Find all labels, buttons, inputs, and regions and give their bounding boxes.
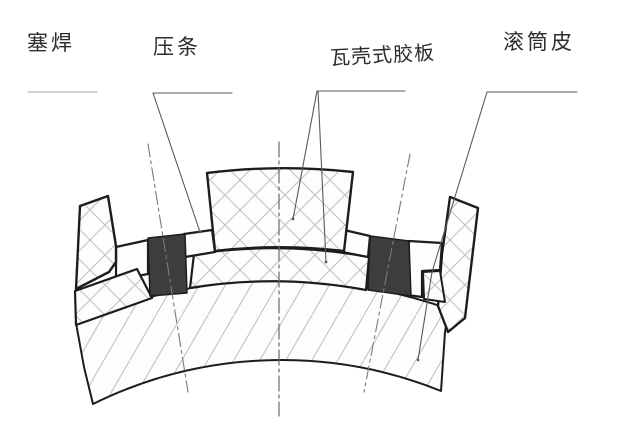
drum-shell-underline-leader: [417, 91, 578, 361]
left-flange: [74, 194, 118, 291]
rubber-plate-leader-block: [292, 90, 318, 220]
rubber-plate-leader-band-dot: [324, 260, 328, 264]
rubber-plate-leader-band: [317, 90, 327, 263]
rubber-plate-leader-block-dot: [291, 217, 295, 221]
label-shell-rubber-plate: 瓦壳式胶板: [329, 40, 436, 70]
pressure-strip-left-outer: [114, 238, 150, 282]
left-step-wedge: [73, 267, 154, 327]
pressure-strip-leader: [152, 92, 233, 233]
drum-shell-leader-dot: [416, 358, 420, 362]
centerline-left-weld: [147, 143, 189, 393]
label-drum-shell: 滚筒皮: [503, 30, 575, 54]
label-pressure-strip: 压条: [153, 35, 201, 59]
plug-weld-right: [367, 235, 412, 297]
centerline-right-weld: [363, 153, 411, 393]
pressure-strip-leader-dot: [198, 230, 202, 234]
pressure-strip-left-inner: [182, 228, 217, 259]
right-flange: [436, 195, 480, 334]
label-plug-weld: 塞焊: [27, 31, 75, 55]
rubber-plate-block: [205, 167, 355, 253]
right-step-wedge: [422, 270, 446, 303]
